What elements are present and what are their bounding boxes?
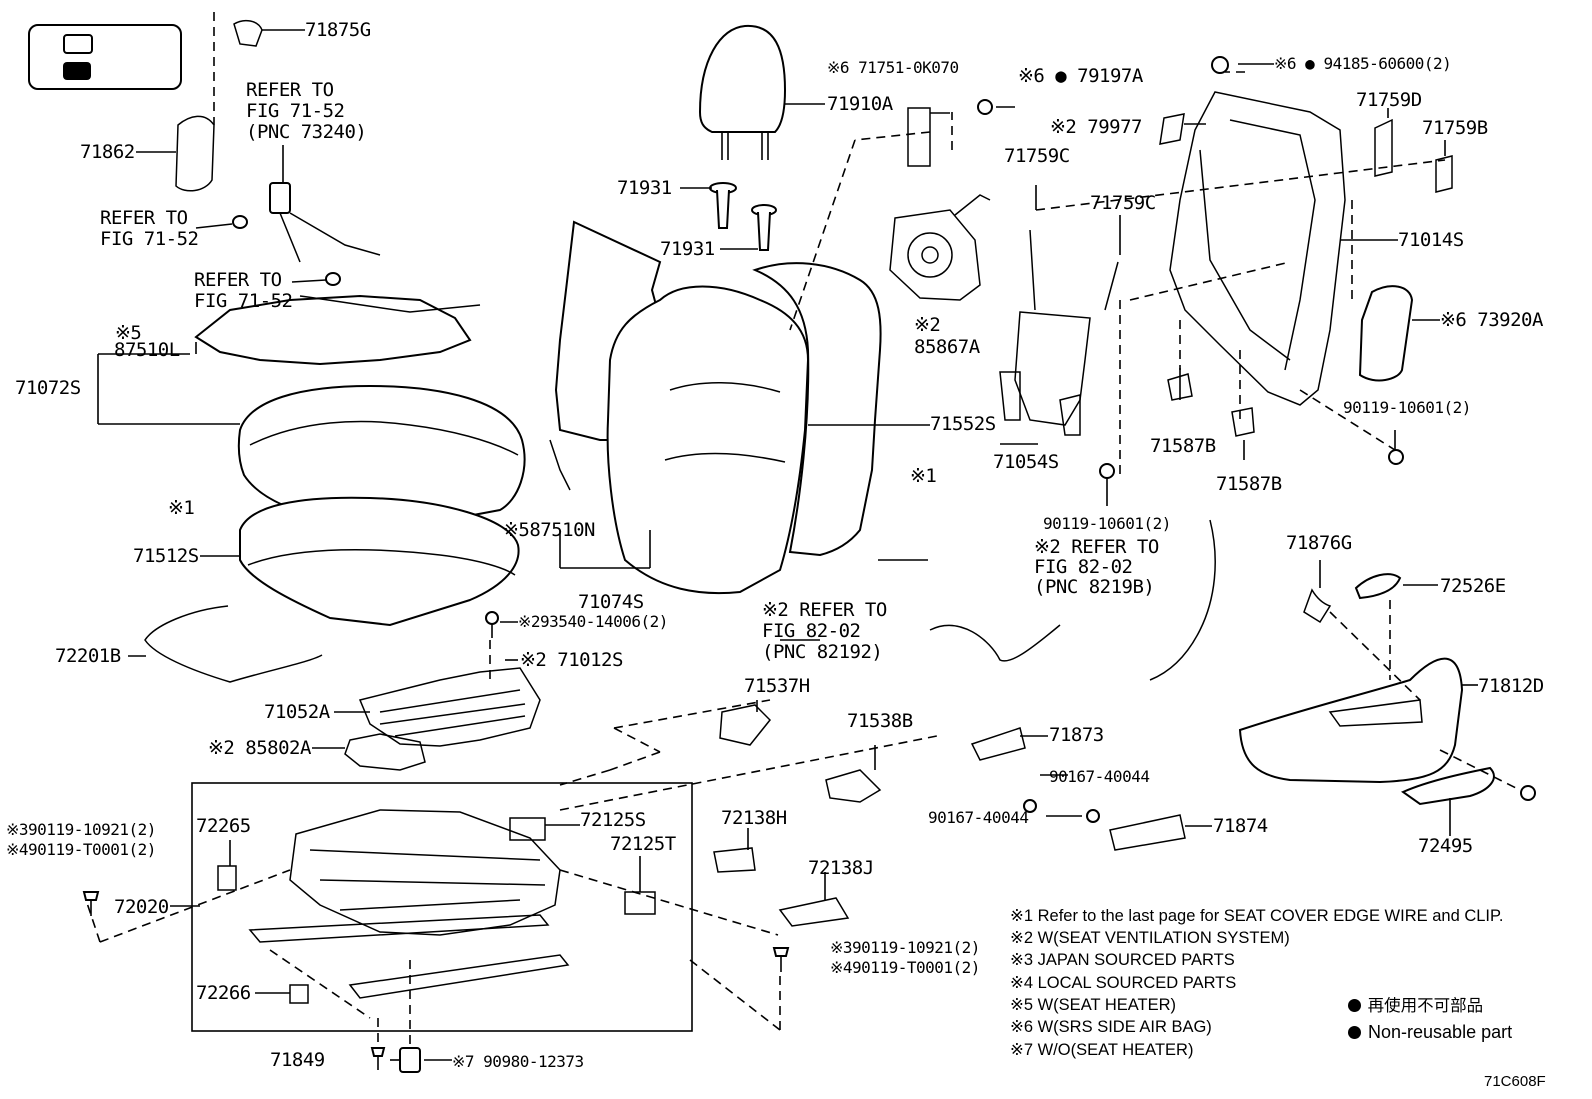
legend-jp: 再使用不可部品 (1348, 996, 1483, 1016)
part-label-72138H[interactable]: 72138H (721, 807, 787, 829)
part-label-87510L[interactable]: 87510L (114, 339, 180, 361)
part-label-71054S[interactable]: 71054S (993, 451, 1059, 473)
note-3: ※3 JAPAN SOURCED PARTS (1010, 951, 1235, 969)
part-label-71759C-a[interactable]: 71759C (1004, 145, 1070, 167)
part-label-94185[interactable]: ※6 ● 94185-60600(2) (1274, 54, 1452, 73)
note-2: ※2 W(SEAT VENTILATION SYSTEM) (1010, 929, 1290, 947)
dashed-lines (85, 12, 1521, 1048)
part-label-72125T[interactable]: 72125T (610, 833, 676, 855)
refer-fig-71-52-a[interactable]: REFER TO FIG 71-52 (100, 207, 199, 250)
part-label-72138J[interactable]: 72138J (808, 857, 874, 879)
part-label-71587B-a[interactable]: 71587B (1150, 435, 1216, 457)
figure-code: 71C608F (1484, 1073, 1546, 1090)
part-label-90119-T0001-a[interactable]: ※490119-T0001(2) (6, 840, 156, 859)
note-4: ※4 LOCAL SOURCED PARTS (1010, 974, 1237, 992)
part-label-71931-a[interactable]: 71931 (617, 177, 672, 199)
part-label-90119-10921-a[interactable]: ※390119-10921(2) (6, 820, 156, 839)
part-label-79977[interactable]: ※2 79977 (1050, 116, 1143, 138)
part-label-71538B[interactable]: 71538B (847, 710, 913, 732)
outline-box-icon (63, 34, 93, 54)
part-label-90119-10601-right[interactable]: 90119-10601(2) (1343, 398, 1471, 417)
seatback-drawing (554, 220, 930, 595)
part-label-90167-a[interactable]: 90167-40044 (1049, 767, 1150, 786)
side-shield-drawing (1238, 573, 1495, 836)
blower-drawing (889, 194, 991, 301)
part-label-90980[interactable]: ※7 90980-12373 (452, 1052, 584, 1071)
leader-lines (97, 29, 1446, 1061)
headrest-drawing (698, 24, 825, 160)
seat-cushion-drawing (128, 294, 526, 683)
part-label-72526E[interactable]: 72526E (1440, 575, 1506, 597)
view-indicator (28, 24, 182, 90)
bolts-drawing (82, 56, 1536, 1073)
part-label-72125S[interactable]: 72125S (580, 809, 646, 831)
part-label-71751[interactable]: ※6 71751-0K070 (827, 58, 959, 77)
part-label-71812D[interactable]: 71812D (1478, 675, 1544, 697)
note-5: ※5 W(SEAT HEATER) (1010, 996, 1177, 1014)
seatback-frame-drawing (1169, 91, 1398, 406)
mark-1-mid: ※1 (910, 465, 937, 487)
part-label-71759D[interactable]: 71759D (1356, 89, 1422, 111)
part-label-72266[interactable]: 72266 (196, 982, 251, 1004)
seatbelt-buckle-drawing (269, 145, 381, 263)
part-label-71910A[interactable]: 71910A (827, 93, 893, 115)
part-label-71874[interactable]: 71874 (1213, 815, 1268, 837)
part-label-71074S[interactable]: 71074S (578, 591, 644, 613)
part-label-87510N[interactable]: ※587510N (503, 519, 596, 541)
part-label-71052A[interactable]: 71052A (264, 701, 330, 723)
filled-dot-icon (1348, 999, 1361, 1012)
part-label-73920A[interactable]: ※6 73920A (1440, 309, 1543, 331)
refer-fig-82-02-mid[interactable]: ※2 REFER TO FIG 82-02 (PNC 82192) (762, 599, 887, 663)
part-label-71552S[interactable]: 71552S (930, 413, 996, 435)
part-label-71875G[interactable]: 71875G (305, 19, 371, 41)
wire-harness-drawing (299, 295, 1216, 681)
part-label-90119-T0001-b[interactable]: ※490119-T0001(2) (830, 958, 980, 977)
part-label-71849[interactable]: 71849 (270, 1049, 325, 1071)
part-label-71759C-b[interactable]: 71759C (1090, 192, 1156, 214)
part-label-72201B[interactable]: 72201B (55, 645, 121, 667)
bracket-71751-drawing (907, 107, 931, 167)
part-label-90167-b[interactable]: 90167-40044 (928, 808, 1029, 827)
part-label-71873[interactable]: 71873 (1049, 724, 1104, 746)
refer-fig-82-02-right[interactable]: ※2 REFER TO FIG 82-02 (PNC 8219B) (1034, 536, 1159, 598)
note-7: ※7 W/O(SEAT HEATER) (1010, 1041, 1194, 1059)
part-label-71931-b[interactable]: 71931 (660, 238, 715, 260)
note-6: ※6 W(SRS SIDE AIR BAG) (1010, 1018, 1212, 1036)
side-airbag-drawing (1358, 285, 1414, 382)
cushion-springs-drawing (312, 667, 541, 771)
mark-5-label: ※5 (115, 322, 142, 344)
part-label-71512S[interactable]: 71512S (133, 545, 199, 567)
part-label-72495[interactable]: 72495 (1418, 835, 1473, 857)
part-label-71072S[interactable]: 71072S (15, 377, 81, 399)
lumbar-support-drawing (999, 229, 1119, 436)
part-label-93540[interactable]: ※293540-14006(2) (518, 612, 668, 631)
part-label-71012S[interactable]: ※2 71012S (520, 649, 623, 671)
part-label-71014S[interactable]: 71014S (1398, 229, 1464, 251)
small-parts-drawing (175, 19, 1453, 927)
part-label-71862[interactable]: 71862 (80, 141, 135, 163)
part-label-72020[interactable]: 72020 (114, 896, 169, 918)
legend-en: Non-reusable part (1348, 1022, 1512, 1042)
refer-seatbelt-label[interactable]: REFER TO FIG 71-52 (PNC 73240) (246, 79, 367, 143)
refer-fig-71-52-b[interactable]: REFER TO FIG 71-52 (194, 269, 293, 312)
part-label-85867A[interactable]: ※2 85867A (914, 314, 980, 358)
note-1: ※1 Refer to the last page for SEAT COVER… (1010, 907, 1504, 925)
part-label-79197A[interactable]: ※6 ● 79197A (1018, 65, 1143, 87)
part-label-71876G[interactable]: 71876G (1286, 532, 1352, 554)
part-label-90119-10921-b[interactable]: ※390119-10921(2) (830, 938, 980, 957)
filled-dot-icon (1348, 1026, 1361, 1039)
part-label-90119-10601-mid[interactable]: 90119-10601(2) (1043, 514, 1171, 533)
part-label-71759B[interactable]: 71759B (1422, 117, 1488, 139)
part-label-72265[interactable]: 72265 (196, 815, 251, 837)
headrest-support-drawing (680, 182, 777, 251)
mark-1-left: ※1 (168, 497, 195, 519)
part-label-85802A[interactable]: ※2 85802A (208, 737, 311, 759)
part-label-71587B-b[interactable]: 71587B (1216, 473, 1282, 495)
seat-track-drawing (170, 809, 656, 1004)
filled-box-icon (63, 62, 91, 80)
part-label-71537H[interactable]: 71537H (744, 675, 810, 697)
